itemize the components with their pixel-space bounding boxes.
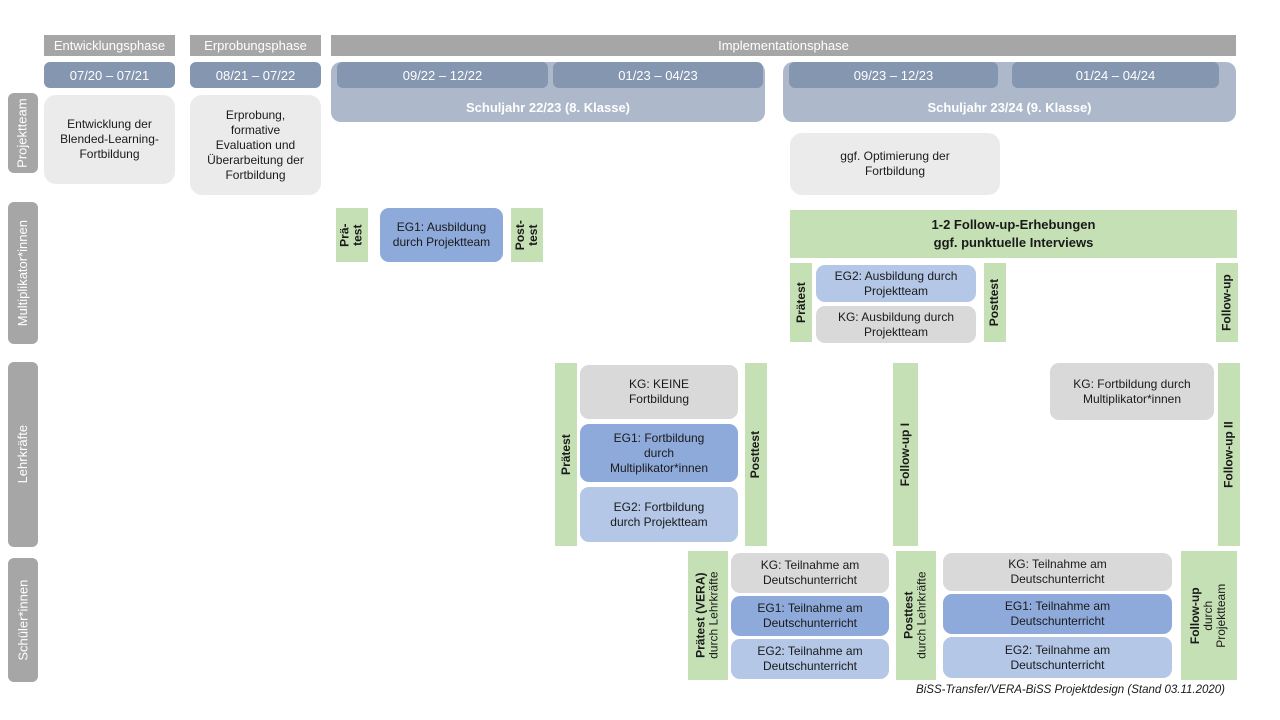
strip-lehr-followup-2-text: Follow-up II xyxy=(1221,421,1236,488)
strip-schueler-praetest: Prätest (VERA) durch Lehrkräfte xyxy=(688,551,728,680)
box-entwicklung-fortbildung: Entwicklung der Blended-Learning-Fortbil… xyxy=(44,95,175,184)
date-label: 07/20 – 07/21 xyxy=(69,67,150,83)
box-entwicklung-fortbildung-text: Entwicklung der Blended-Learning-Fortbil… xyxy=(60,117,159,161)
box-lehr-eg1-fortbildung: EG1: Fortbildung durch Multiplikator*inn… xyxy=(580,424,738,482)
phase-header-implementation: Implementationsphase xyxy=(331,35,1236,56)
phase-header-entwicklung: Entwicklungsphase xyxy=(44,35,175,56)
box-erprobung-evaluation: Erprobung, formative Evaluation und Über… xyxy=(190,95,321,195)
date-bar-0720-0721: 07/20 – 07/21 xyxy=(44,62,175,88)
strip-lehr-posttest: Posttest xyxy=(745,363,767,546)
row-label-multiplikatoren-text: Multiplikator*innen xyxy=(14,219,30,327)
strip-mult-posttest-2-text: Posttest xyxy=(987,278,1002,327)
strip-mult-posttest-2: Posttest xyxy=(984,263,1006,342)
school-year-label-23-24: Schuljahr 23/24 (9. Klasse) xyxy=(927,100,1092,115)
phase-header-erprobung: Erprobungsphase xyxy=(190,35,321,56)
row-label-schueler: Schüler*innen xyxy=(8,558,38,682)
strip-schueler-followup-line3: Projektteam xyxy=(1214,583,1229,648)
row-label-multiplikatoren: Multiplikator*innen xyxy=(8,202,38,344)
box-schueler-kg-teilnahme-1: KG: Teilnahme am Deutschunterricht xyxy=(731,553,889,593)
box-schueler-eg1-teilnahme-2-text: EG1: Teilnahme am Deutschunterricht xyxy=(1004,599,1111,628)
box-lehr-eg1-fortbildung-text: EG1: Fortbildung durch Multiplikator*inn… xyxy=(609,430,709,475)
strip-mult-followup-text: Follow-up xyxy=(1219,274,1234,331)
date-label: 09/23 – 12/23 xyxy=(853,67,934,83)
strip-mult-praetest-1: Prä- test xyxy=(336,208,368,262)
strip-schueler-posttest: Posttest durch Lehrkräfte xyxy=(896,551,936,680)
strip-lehr-posttest-text: Posttest xyxy=(748,430,763,479)
school-year-label-22-23: Schuljahr 22/23 (8. Klasse) xyxy=(465,100,631,115)
row-label-schueler-text: Schüler*innen xyxy=(14,579,30,661)
strip-lehr-followup-2: Follow-up II xyxy=(1218,363,1240,546)
box-schueler-eg2-teilnahme-2: EG2: Teilnahme am Deutschunterricht xyxy=(943,637,1172,678)
strip-schueler-followup: Follow-up durch Projektteam xyxy=(1181,551,1237,680)
row-label-lehrkraefte: Lehrkräfte xyxy=(8,362,38,547)
box-lehr-kg-fortbildung: KG: Fortbildung durch Multiplikator*inne… xyxy=(1050,363,1214,420)
box-mult-eg1-ausbildung-text: EG1: Ausbildung durch Projektteam xyxy=(392,220,491,249)
strip-schueler-followup-line1: Follow-up xyxy=(1188,587,1203,644)
box-followup-erhebungen-line2: ggf. punktuelle Interviews xyxy=(933,235,1094,250)
box-schueler-kg-teilnahme-1-text: KG: Teilnahme am Deutschunterricht xyxy=(760,558,860,587)
strip-lehr-praetest: Prätest xyxy=(555,363,577,546)
date-label: 01/24 – 04/24 xyxy=(1075,67,1156,83)
box-followup-erhebungen-line1: 1-2 Follow-up-Erhebungen xyxy=(931,217,1096,233)
box-optimierung-fortbildung-text: ggf. Optimierung der Fortbildung xyxy=(840,149,950,178)
box-schueler-kg-teilnahme-2-text: KG: Teilnahme am Deutschunterricht xyxy=(1008,557,1107,586)
strip-mult-posttest-1: Post- test xyxy=(511,208,543,262)
box-schueler-eg1-teilnahme-1: EG1: Teilnahme am Deutschunterricht xyxy=(731,596,889,636)
date-label: 01/23 – 04/23 xyxy=(618,67,698,83)
date-label: 08/21 – 07/22 xyxy=(215,67,296,83)
box-schueler-eg2-teilnahme-2-text: EG2: Teilnahme am Deutschunterricht xyxy=(1004,642,1111,672)
strip-lehr-praetest-text: Prätest xyxy=(558,434,573,475)
box-schueler-eg1-teilnahme-1-text: EG1: Teilnahme am Deutschunterricht xyxy=(757,601,863,630)
box-schueler-kg-teilnahme-2: KG: Teilnahme am Deutschunterricht xyxy=(943,553,1172,591)
date-bar-0124-0424: 01/24 – 04/24 xyxy=(1012,62,1219,88)
strip-lehr-followup-1: Follow-up I xyxy=(893,363,918,546)
phase-header-entwicklung-label: Entwicklungsphase xyxy=(53,38,166,53)
strip-mult-praetest-1-line2: test xyxy=(351,224,365,246)
box-erprobung-evaluation-text: Erprobung, formative Evaluation und Über… xyxy=(207,107,304,182)
strip-mult-posttest-1-line2: test xyxy=(526,224,540,246)
box-mult-eg2-ausbildung: EG2: Ausbildung durch Projektteam xyxy=(816,265,976,302)
box-schueler-eg2-teilnahme-1-text: EG2: Teilnahme am Deutschunterricht xyxy=(757,644,863,673)
box-mult-eg1-ausbildung: EG1: Ausbildung durch Projektteam xyxy=(380,208,503,262)
date-bar-0821-0722: 08/21 – 07/22 xyxy=(190,62,321,88)
phase-header-erprobung-label: Erprobungsphase xyxy=(204,38,307,53)
strip-mult-praetest-2: Prätest xyxy=(790,263,812,342)
date-bar-0923-1223: 09/23 – 12/23 xyxy=(789,62,998,88)
box-lehr-eg2-fortbildung: EG2: Fortbildung durch Projektteam xyxy=(580,487,738,542)
strip-schueler-followup-line2: durch xyxy=(1201,600,1216,631)
box-mult-kg-ausbildung-text: KG: Ausbildung durch Projektteam xyxy=(837,309,955,339)
strip-lehr-followup-1-text: Follow-up I xyxy=(897,422,912,487)
date-label: 09/22 – 12/22 xyxy=(402,67,483,83)
box-schueler-eg2-teilnahme-1: EG2: Teilnahme am Deutschunterricht xyxy=(731,639,889,679)
date-bar-0922-1222: 09/22 – 12/22 xyxy=(337,62,548,88)
box-lehr-eg2-fortbildung-text: EG2: Fortbildung durch Projektteam xyxy=(610,499,708,529)
date-bar-0123-0423: 01/23 – 04/23 xyxy=(553,62,763,88)
strip-mult-followup: Follow-up xyxy=(1216,263,1238,342)
box-lehr-kg-keine-text: KG: KEINE Fortbildung xyxy=(628,377,690,406)
box-mult-eg2-ausbildung-text: EG2: Ausbildung durch Projektteam xyxy=(834,268,958,298)
footer-caption: BiSS-Transfer/VERA-BiSS Projektdesign (S… xyxy=(916,684,1225,696)
box-lehr-kg-fortbildung-text: KG: Fortbildung durch Multiplikator*inne… xyxy=(1073,376,1191,406)
row-label-projektteam-text: Projektteam xyxy=(14,98,30,168)
strip-mult-praetest-2-text: Prätest xyxy=(793,282,808,323)
box-mult-kg-ausbildung: KG: Ausbildung durch Projektteam xyxy=(816,306,976,343)
phase-header-implementation-label: Implementationsphase xyxy=(718,38,849,53)
strip-schueler-posttest-line2: durch Lehrkräfte xyxy=(915,571,930,660)
row-label-lehrkraefte-text: Lehrkräfte xyxy=(14,425,30,484)
strip-schueler-praetest-line2: durch Lehrkräfte xyxy=(707,571,722,660)
box-followup-erhebungen: 1-2 Follow-up-Erhebungen ggf. punktuelle… xyxy=(790,210,1237,258)
box-optimierung-fortbildung: ggf. Optimierung der Fortbildung xyxy=(790,133,1000,195)
box-lehr-kg-keine: KG: KEINE Fortbildung xyxy=(580,365,738,419)
box-schueler-eg1-teilnahme-2: EG1: Teilnahme am Deutschunterricht xyxy=(943,594,1172,634)
row-label-projektteam: Projektteam xyxy=(8,93,38,173)
